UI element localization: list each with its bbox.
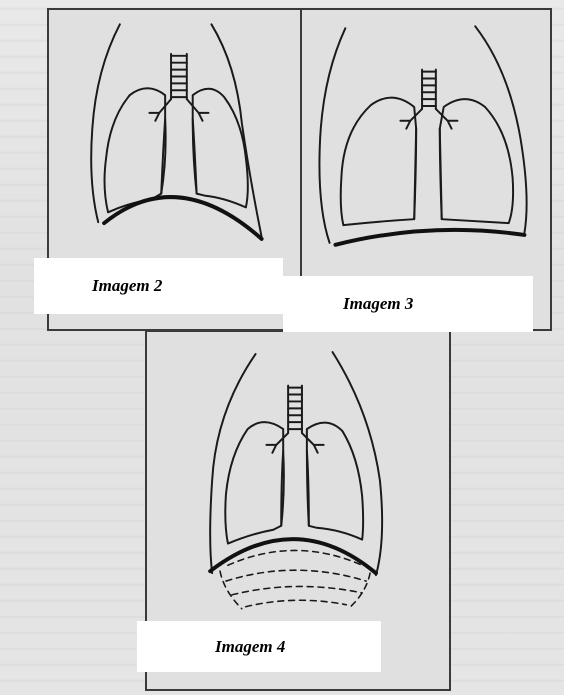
trachea-icon	[149, 54, 208, 121]
mediastinum	[414, 129, 442, 220]
trachea-icon	[266, 386, 323, 453]
chest-wall-left	[210, 354, 255, 573]
caption-box-4: Imagem 4	[137, 621, 381, 672]
figure-caption: Imagem 3	[343, 294, 413, 314]
caption-box-2: Imagem 2	[34, 258, 283, 314]
mediastinum	[161, 119, 196, 194]
figure-caption: Imagem 2	[92, 276, 162, 296]
chest-wall-right	[333, 352, 383, 575]
right-lung	[440, 99, 513, 223]
diaphragm-line-icon	[335, 230, 524, 245]
diaphragm-line-icon	[210, 539, 376, 573]
trachea-icon	[400, 70, 457, 129]
caption-box-3: Imagem 3	[283, 276, 533, 332]
chest-wall-right	[211, 24, 261, 237]
left-lung	[225, 422, 283, 543]
figure-caption: Imagem 4	[215, 637, 285, 657]
mediastinum	[281, 451, 309, 526]
left-lung	[341, 98, 416, 225]
left-lung	[105, 88, 166, 212]
abdominal-contents-icon	[220, 550, 370, 608]
right-lung	[307, 423, 363, 540]
